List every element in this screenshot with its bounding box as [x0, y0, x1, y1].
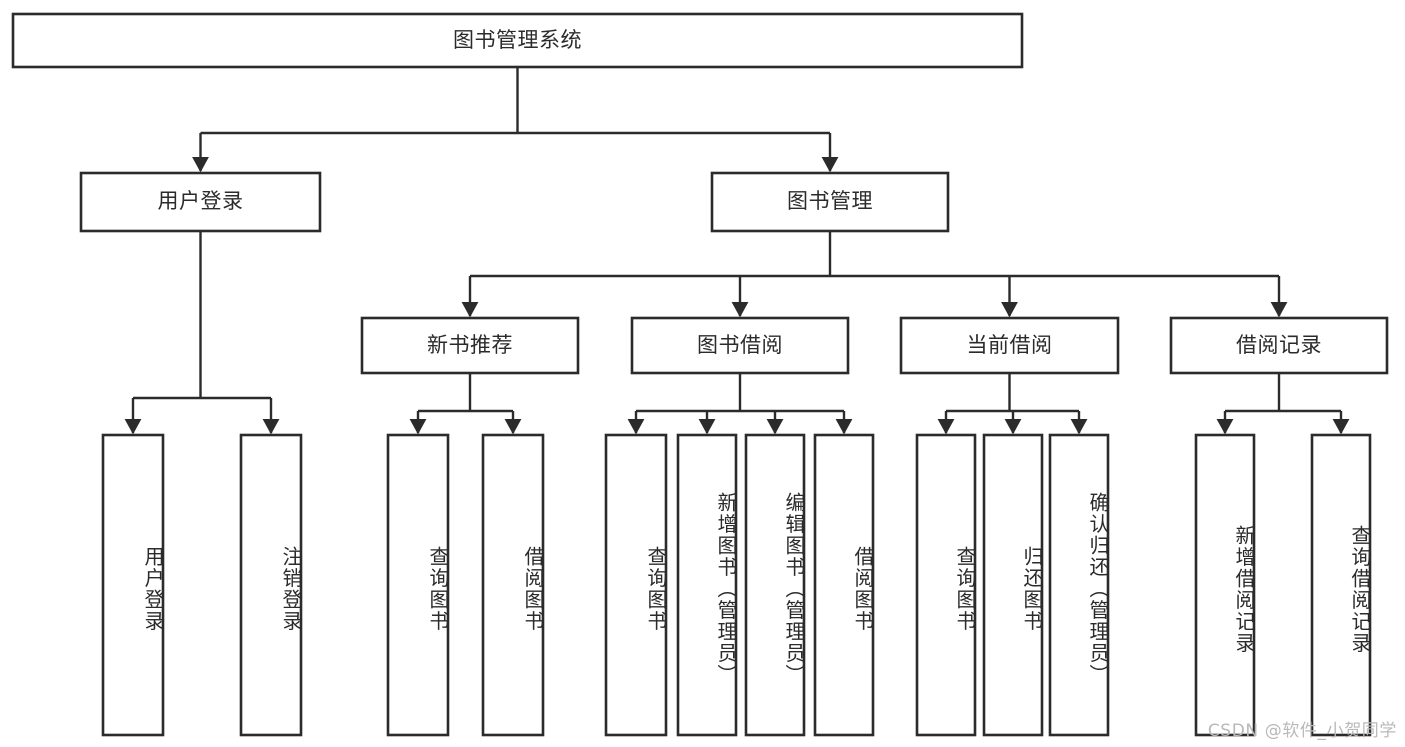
node-current-borrow[interactable] [899, 316, 1120, 375]
node-leaf-borrow-book-1[interactable] [481, 433, 545, 737]
node-leaf-confirm-return-admin-node[interactable] [1050, 435, 1108, 735]
node-leaf-edit-book-admin-node[interactable] [746, 435, 804, 735]
node-user-login[interactable] [79, 171, 322, 233]
node-leaf-user-login-node[interactable] [103, 435, 163, 735]
node-leaf-add-book-admin[interactable] [676, 433, 738, 737]
node-leaf-add-borrow-record-node[interactable] [1196, 435, 1254, 735]
node-borrow-record[interactable] [1169, 316, 1389, 375]
node-root[interactable] [11, 12, 1024, 69]
node-leaf-add-borrow-record[interactable] [1194, 433, 1256, 737]
node-leaf-return-book[interactable] [982, 433, 1044, 737]
node-rectangles [11, 12, 1389, 737]
node-leaf-edit-book-admin[interactable] [744, 433, 806, 737]
node-leaf-borrow-book-1-node[interactable] [483, 435, 543, 735]
node-leaf-query-book-1[interactable] [386, 433, 450, 737]
node-leaf-query-book-2-node[interactable] [606, 435, 666, 735]
node-leaf-borrow-book-2-node[interactable] [815, 435, 873, 735]
node-leaf-query-book-3[interactable] [915, 433, 977, 737]
node-leaf-borrow-book-2[interactable] [813, 433, 875, 737]
connector-links [124, 67, 1350, 435]
node-borrow-record-node[interactable] [1171, 318, 1387, 373]
node-new-book-recommend[interactable] [360, 316, 580, 375]
node-leaf-query-book-3-node[interactable] [917, 435, 975, 735]
node-leaf-add-book-admin-node[interactable] [678, 435, 736, 735]
node-new-book-recommend-node[interactable] [362, 318, 578, 373]
node-leaf-query-book-1-node[interactable] [388, 435, 448, 735]
node-leaf-confirm-return-admin[interactable] [1048, 433, 1110, 737]
node-leaf-user-login[interactable] [101, 433, 165, 737]
node-book-borrow-node[interactable] [632, 318, 848, 373]
node-user-login-node[interactable] [81, 173, 320, 231]
node-book-manage[interactable] [710, 171, 950, 233]
node-leaf-user-logout-node[interactable] [241, 435, 301, 735]
node-current-borrow-node[interactable] [901, 318, 1118, 373]
node-book-borrow[interactable] [630, 316, 850, 375]
node-leaf-user-logout[interactable] [239, 433, 303, 737]
node-leaf-query-book-2[interactable] [604, 433, 668, 737]
watermark-text: CSDN @软件_小贺同学 [1207, 721, 1397, 741]
node-leaf-query-borrow-record[interactable] [1310, 433, 1372, 737]
node-root-node[interactable] [13, 14, 1022, 67]
node-leaf-query-borrow-record-node[interactable] [1312, 435, 1370, 735]
node-leaf-return-book-node[interactable] [984, 435, 1042, 735]
node-book-manage-node[interactable] [712, 173, 948, 231]
